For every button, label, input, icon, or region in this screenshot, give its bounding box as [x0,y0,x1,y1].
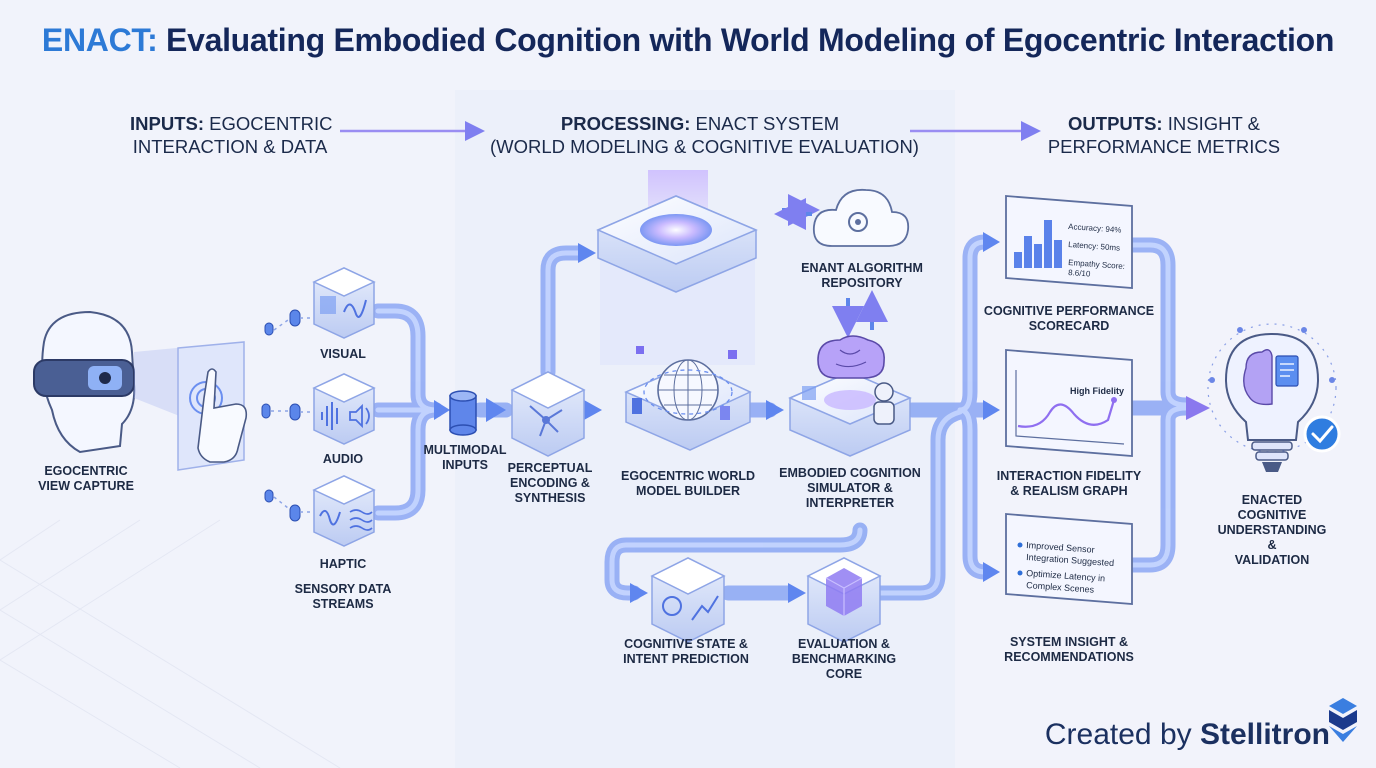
cognitive-state-cube [650,557,726,643]
scorecard-empathy-label: Empathy Score: [1068,258,1125,271]
fidelity-graph-label-caption: INTERACTION FIDELITY & REALISM GRAPH [996,469,1142,498]
processing-header-bold: PROCESSING: [560,113,691,134]
title-accent: ENACT: [41,22,158,58]
scorecard-accuracy: Accuracy: 94% [1068,222,1122,235]
cognitive-state-label: COGNITIVE STATE & INTENT PREDICTION [623,637,749,666]
credit-prefix: Created by [1044,718,1192,751]
performance-scorecard-label: COGNITIVE PERFORMANCE SCORECARD [983,304,1155,333]
processing-header-line-2: (WORLD MODELING & COGNITIVE EVALUATION) [490,136,919,157]
world-model-tower [596,170,758,451]
data-stream-dash [271,317,312,513]
floor-grid [0,519,341,768]
credit-line: Created by Stellitron [1045,718,1330,752]
scorecard-latency: Latency: 50ms [1068,240,1121,253]
outputs-header-bold: OUTPUTS: [1068,113,1163,134]
algorithm-repository-cloud [774,188,910,338]
haptic-label: HAPTIC [319,557,367,571]
insight-1-line-1: Improved Sensor [1026,540,1095,555]
cognition-simulator-label: EMBODIED COGNITION SIMULATOR & INTERPRET… [779,466,921,510]
visual-sensor-cube [312,267,376,339]
evaluation-core-label: EVALUATION & BENCHMARKING CORE [791,637,897,681]
fidelity-graph-screen: High Fidelity [1005,349,1133,457]
scorecard-empathy-value: 8.6/10 [1068,268,1091,279]
insight-2-line-2: Complex Scenes [1026,580,1095,595]
column-header-processing: PROCESSING: ENACT SYSTEM (WORLD MODELING… [490,112,919,158]
credit-brand: Stellitron [1199,718,1330,751]
perceptual-encoding-cube [510,371,586,457]
inputs-header-line-2: INTERACTION & DATA [132,136,328,157]
inputs-header-line-1: EGOCENTRIC [209,113,333,134]
system-insight-label: SYSTEM INSIGHT & RECOMMENDATIONS [1004,635,1134,664]
world-model-builder-label: EGOCENTRIC WORLD MODEL BUILDER [620,469,756,498]
title-main: Evaluating Embodied Cognition with World… [166,22,1335,58]
multimodal-inputs-label: MULTIMODAL INPUTS [423,443,507,472]
enacted-understanding-label: ENACTED COGNITIVE UNDERSTANDING & VALIDA… [1217,493,1327,567]
pipe-network [370,234,1194,601]
column-header-outputs: OUTPUTS: INSIGHT & PERFORMANCE METRICS [1044,112,1284,158]
multimodal-database-icon [449,390,477,436]
outputs-header-line-2: PERFORMANCE METRICS [1047,136,1281,157]
stellitron-logo [1329,698,1357,742]
insights-screen: Improved Sensor Integration Suggested Op… [1005,513,1133,605]
audio-label: AUDIO [322,452,364,466]
processing-header-line-1: ENACT SYSTEM [695,113,840,134]
fidelity-graph-label: High Fidelity [1070,386,1124,396]
audio-sensor-cube [312,373,376,445]
cognition-simulator-block [788,335,912,457]
column-header-inputs: INPUTS: EGOCENTRIC INTERACTION & DATA [130,112,333,158]
perceptual-encoding-label: PERCEPTUAL ENCODING & SYNTHESIS [507,461,593,505]
lightbulb-icon [1207,323,1341,472]
sensory-streams-label: SENSORY DATA STREAMS [294,582,392,611]
haptic-sensor-cube [312,475,376,547]
egocentric-capture-label: EGOCENTRIC VIEW CAPTURE [38,464,134,493]
scorecard-screen: Accuracy: 94% Latency: 50ms Empathy Scor… [1005,195,1133,289]
algorithm-repository-label: ENANT ALGORITHM REPOSITORY [801,261,923,290]
evaluation-core-cube [806,557,882,643]
page-title: ENACT: Evaluating Embodied Cognition wit… [0,22,1376,59]
pipe-arrowheads [434,232,1210,603]
outputs-header-line-1: INSIGHT & [1167,113,1260,134]
visual-label: VISUAL [320,347,366,361]
vr-headset-user-illustration [33,310,248,471]
inputs-header-bold: INPUTS: [130,113,204,134]
